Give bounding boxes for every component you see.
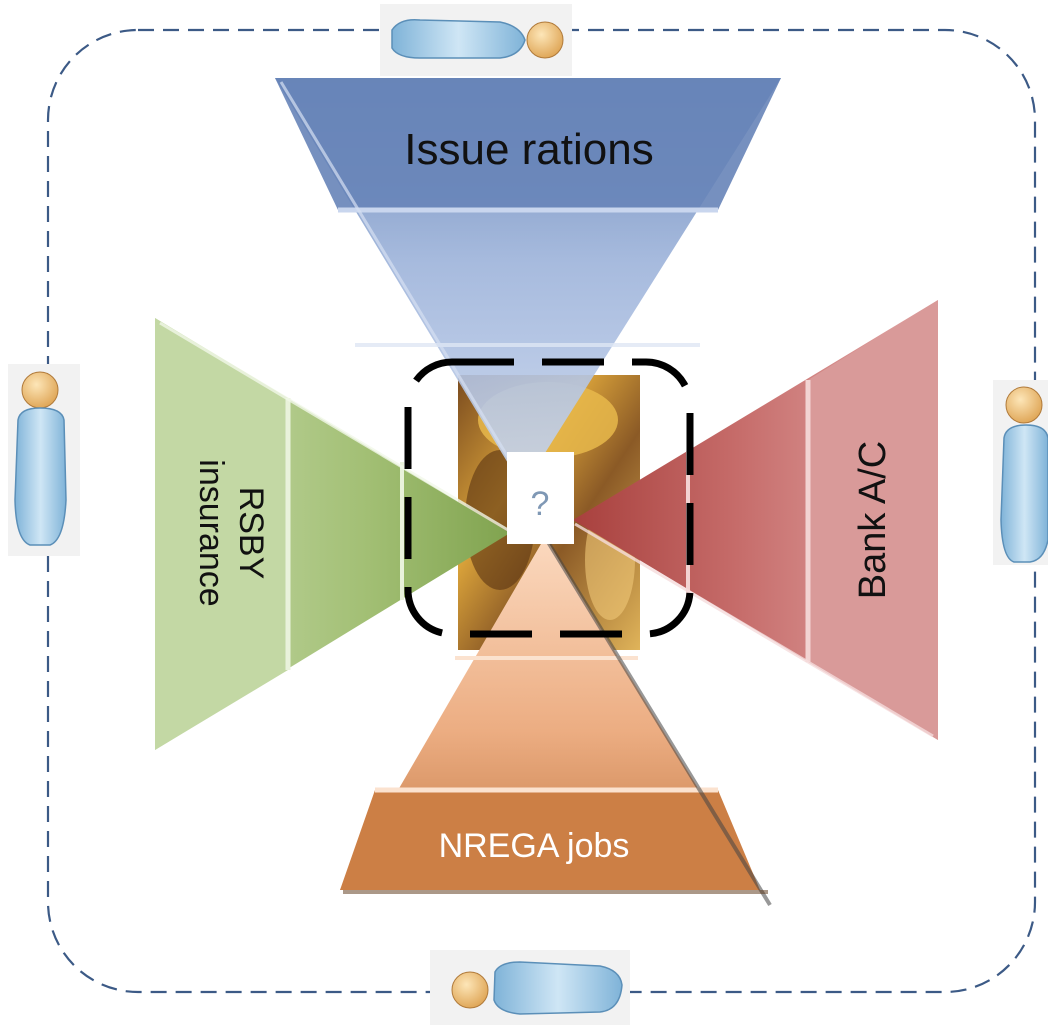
bottom-pyramid-label: NREGA jobs (439, 827, 630, 865)
right-funnel-label: Bank A/C (852, 441, 894, 599)
left-funnel-label-line1: RSBY (232, 487, 270, 580)
top-funnel-label: Issue rations (404, 125, 653, 174)
center-dashed-box (404, 358, 694, 638)
unknown-mark: ? (531, 485, 550, 523)
person-right-icon (993, 380, 1048, 565)
bottom-pyramid (340, 537, 772, 907)
unknown-box (507, 452, 574, 544)
person-left-icon (8, 364, 80, 556)
person-bottom-icon (430, 950, 630, 1025)
left-funnel-label-line2: insurance (192, 459, 230, 606)
person-top-icon (380, 4, 572, 76)
left-funnel (155, 318, 510, 750)
top-funnel (275, 78, 781, 488)
